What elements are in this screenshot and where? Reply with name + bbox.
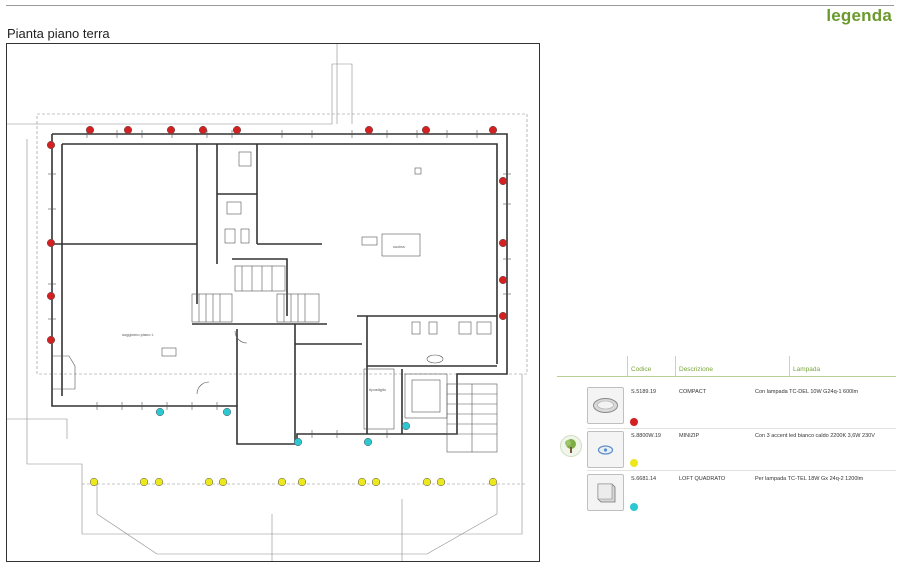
red-light-marker — [498, 238, 508, 248]
cyan-light-marker — [401, 421, 411, 431]
yellow-light-marker — [488, 477, 498, 487]
yellow-light-marker — [277, 477, 287, 487]
floor-plan-drawing: soggiorno piano t. cucina ripostiglio — [7, 44, 528, 561]
legend-product-name: COMPACT — [679, 389, 707, 395]
legend-lamp: Con 3 accent led bianco caldo 2200K 3,6W… — [755, 433, 875, 439]
red-light-marker — [232, 125, 242, 135]
column-divider — [789, 356, 790, 376]
cyan-light-marker — [155, 407, 165, 417]
yellow-light-marker — [154, 477, 164, 487]
row-separator — [587, 428, 896, 429]
yellow-light-marker — [436, 477, 446, 487]
red-light-marker — [498, 275, 508, 285]
header-rule — [557, 376, 896, 377]
mini-spot-icon — [587, 431, 624, 468]
legend-lamp: Con lampada TC-DEL 10W G24q-1 600lm — [755, 389, 859, 395]
red-light-marker — [46, 335, 56, 345]
room-label-kitchen: cucina — [393, 244, 405, 249]
yellow-marker-swatch — [630, 459, 638, 467]
yellow-light-marker — [139, 477, 149, 487]
column-divider — [675, 356, 676, 376]
yellow-light-marker — [204, 477, 214, 487]
red-light-marker — [123, 125, 133, 135]
red-light-marker — [46, 140, 56, 150]
tree-logo-icon — [560, 435, 582, 457]
light-markers — [46, 125, 508, 487]
legend-product-name: LOFT QUADRATO — [679, 476, 726, 482]
red-light-marker — [46, 238, 56, 248]
legend-product-name: MINIZIP — [679, 433, 700, 439]
legend-lamp: Per lampada TC-TEL 18W Gx 24q-2 1200lm — [755, 476, 864, 482]
legend-table: Codice Descrizione Lampada S.5189.19 COM… — [557, 356, 896, 516]
yellow-light-marker — [89, 477, 99, 487]
column-header-code: Codice — [631, 366, 652, 373]
cyan-light-marker — [363, 437, 373, 447]
red-light-marker — [198, 125, 208, 135]
room-label-storage: ripostiglio — [369, 387, 387, 392]
round-downlight-icon — [587, 387, 624, 424]
red-marker-swatch — [630, 418, 638, 426]
red-light-marker — [85, 125, 95, 135]
cyan-light-marker — [293, 437, 303, 447]
page-title: Pianta piano terra — [7, 26, 110, 41]
red-light-marker — [421, 125, 431, 135]
top-rule — [6, 5, 894, 6]
yellow-light-marker — [218, 477, 228, 487]
square-wall-light-icon — [587, 474, 624, 511]
cyan-light-marker — [222, 407, 232, 417]
red-light-marker — [488, 125, 498, 135]
red-light-marker — [364, 125, 374, 135]
yellow-light-marker — [297, 477, 307, 487]
red-light-marker — [498, 176, 508, 186]
column-header-description: Descrizione — [679, 366, 713, 373]
red-light-marker — [166, 125, 176, 135]
room-label-living: soggiorno piano t. — [122, 332, 154, 337]
legend-code: S.6681.14 — [631, 476, 657, 482]
red-light-marker — [46, 291, 56, 301]
row-separator — [587, 470, 896, 471]
cyan-marker-swatch — [630, 503, 638, 511]
yellow-light-marker — [371, 477, 381, 487]
red-light-marker — [498, 311, 508, 321]
column-divider — [627, 356, 628, 376]
yellow-light-marker — [357, 477, 367, 487]
legend-code: S.8800W.19 — [631, 433, 661, 439]
legend-heading: legenda — [826, 6, 892, 25]
yellow-light-marker — [422, 477, 432, 487]
floor-plan: soggiorno piano t. cucina ripostiglio — [6, 43, 540, 562]
column-header-lamp: Lampada — [793, 366, 821, 373]
legend-code: S.5189.19 — [631, 389, 657, 395]
